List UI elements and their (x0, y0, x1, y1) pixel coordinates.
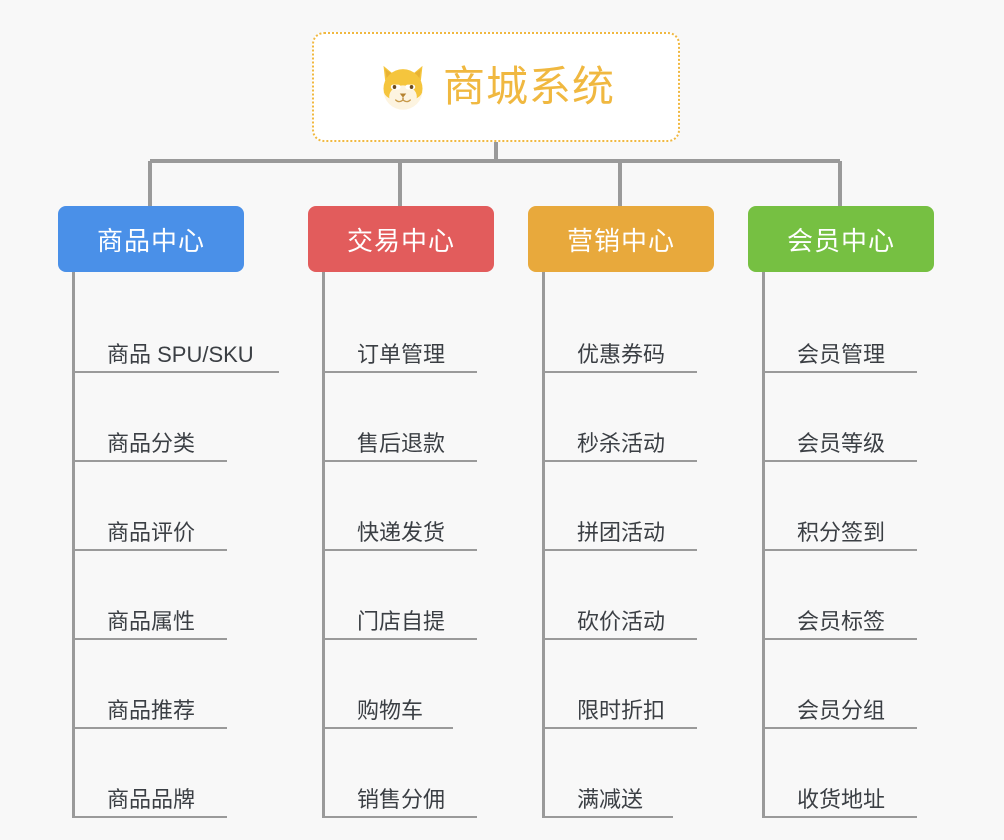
branch-column-marketing: 营销中心 优惠券码 秒杀活动 拼团活动 砍价活动 (528, 206, 748, 818)
item-underline (765, 816, 917, 818)
list-item[interactable]: 满减送 (545, 729, 748, 818)
branch-item-label: 限时折扣 (577, 697, 666, 723)
branch-items-marketing: 优惠券码 秒杀活动 拼团活动 砍价活动 限时折扣 (542, 272, 748, 818)
list-item[interactable]: 会员管理 (765, 284, 968, 373)
branch-item-label: 门店自提 (357, 608, 446, 634)
list-item[interactable]: 秒杀活动 (545, 373, 748, 462)
item-underline (765, 638, 917, 640)
branch-item-label: 优惠券码 (577, 341, 666, 367)
branch-head-label: 商品中心 (96, 225, 205, 256)
branch-head-label: 会员中心 (786, 225, 895, 256)
item-underline (545, 727, 697, 729)
list-item[interactable]: 商品分类 (75, 373, 278, 462)
branch-item-label: 商品品牌 (107, 786, 196, 812)
branch-item-label: 快递发货 (357, 519, 446, 545)
branch-head-label: 营销中心 (566, 225, 675, 256)
item-underline (325, 371, 477, 373)
item-underline (545, 460, 697, 462)
item-underline (545, 816, 673, 818)
item-underline (765, 371, 917, 373)
list-item[interactable]: 商品属性 (75, 551, 278, 640)
branch-item-label: 满减送 (577, 786, 644, 812)
list-item[interactable]: 砍价活动 (545, 551, 748, 640)
branch-item-label: 商品分类 (107, 430, 196, 456)
list-item[interactable]: 收货地址 (765, 729, 968, 818)
item-underline (325, 816, 477, 818)
item-underline (545, 638, 697, 640)
list-item[interactable]: 商品 SPU/SKU (75, 284, 279, 373)
list-item[interactable]: 购物车 (325, 640, 528, 729)
list-item[interactable]: 销售分佣 (325, 729, 528, 818)
branch-item-label: 购物车 (357, 697, 424, 723)
list-item[interactable]: 优惠券码 (545, 284, 748, 373)
item-underline (75, 816, 227, 818)
item-underline (545, 371, 697, 373)
item-underline (75, 549, 227, 551)
branch-column-trade: 交易中心 订单管理 售后退款 快递发货 门店自提 (308, 206, 528, 818)
item-underline (765, 549, 917, 551)
branch-column-member: 会员中心 会员管理 会员等级 积分签到 会员标签 (748, 206, 968, 818)
branch-item-label: 售后退款 (357, 430, 446, 456)
item-underline (765, 727, 917, 729)
branch-item-label: 砍价活动 (577, 608, 666, 634)
item-underline (75, 371, 279, 373)
list-item[interactable]: 售后退款 (325, 373, 528, 462)
item-underline (325, 549, 477, 551)
branch-item-label: 会员管理 (797, 341, 886, 367)
branch-item-label: 会员等级 (797, 430, 886, 456)
list-item[interactable]: 拼团活动 (545, 462, 748, 551)
branch-items-member: 会员管理 会员等级 积分签到 会员标签 会员分组 (762, 272, 968, 818)
branch-item-label: 拼团活动 (577, 519, 666, 545)
branch-items-trade: 订单管理 售后退款 快递发货 门店自提 购物车 (322, 272, 528, 818)
branch-head-trade[interactable]: 交易中心 (308, 206, 494, 272)
item-underline (325, 727, 453, 729)
list-item[interactable]: 商品推荐 (75, 640, 278, 729)
list-item[interactable]: 商品品牌 (75, 729, 278, 818)
list-item[interactable]: 限时折扣 (545, 640, 748, 729)
branch-item-label: 销售分佣 (357, 786, 446, 812)
branch-head-product[interactable]: 商品中心 (58, 206, 244, 272)
list-item[interactable]: 积分签到 (765, 462, 968, 551)
branch-item-label: 会员分组 (797, 697, 886, 723)
branch-item-label: 商品评价 (107, 519, 196, 545)
branch-item-label: 商品推荐 (107, 697, 196, 723)
item-underline (75, 460, 227, 462)
branch-item-label: 订单管理 (357, 341, 446, 367)
shiba-dog-face-icon (383, 65, 423, 110)
item-underline (75, 727, 227, 729)
root-title: 商城系统 (442, 63, 615, 110)
item-underline (765, 460, 917, 462)
branch-column-product: 商品中心 商品 SPU/SKU 商品分类 商品评价 商品属性 (58, 206, 279, 818)
list-item[interactable]: 订单管理 (325, 284, 528, 373)
branch-head-label: 交易中心 (346, 225, 455, 256)
list-item[interactable]: 会员等级 (765, 373, 968, 462)
branch-item-label: 商品属性 (107, 608, 196, 634)
branch-item-label: 会员标签 (797, 608, 886, 634)
root-node[interactable]: 商城系统 (312, 32, 680, 142)
branch-item-label: 秒杀活动 (577, 430, 666, 456)
list-item[interactable]: 门店自提 (325, 551, 528, 640)
item-underline (75, 638, 227, 640)
item-underline (325, 638, 477, 640)
list-item[interactable]: 会员标签 (765, 551, 968, 640)
branch-item-label: 收货地址 (797, 786, 886, 812)
list-item[interactable]: 会员分组 (765, 640, 968, 729)
item-underline (325, 460, 477, 462)
branch-item-label: 积分签到 (797, 519, 886, 545)
list-item[interactable]: 快递发货 (325, 462, 528, 551)
branch-columns: 商品中心 商品 SPU/SKU 商品分类 商品评价 商品属性 (0, 206, 1004, 840)
branch-head-marketing[interactable]: 营销中心 (528, 206, 714, 272)
branch-item-label: 商品 SPU/SKU (107, 341, 254, 367)
branch-items-product: 商品 SPU/SKU 商品分类 商品评价 商品属性 商品推荐 (72, 272, 279, 818)
item-underline (545, 549, 697, 551)
branch-head-member[interactable]: 会员中心 (748, 206, 934, 272)
list-item[interactable]: 商品评价 (75, 462, 278, 551)
